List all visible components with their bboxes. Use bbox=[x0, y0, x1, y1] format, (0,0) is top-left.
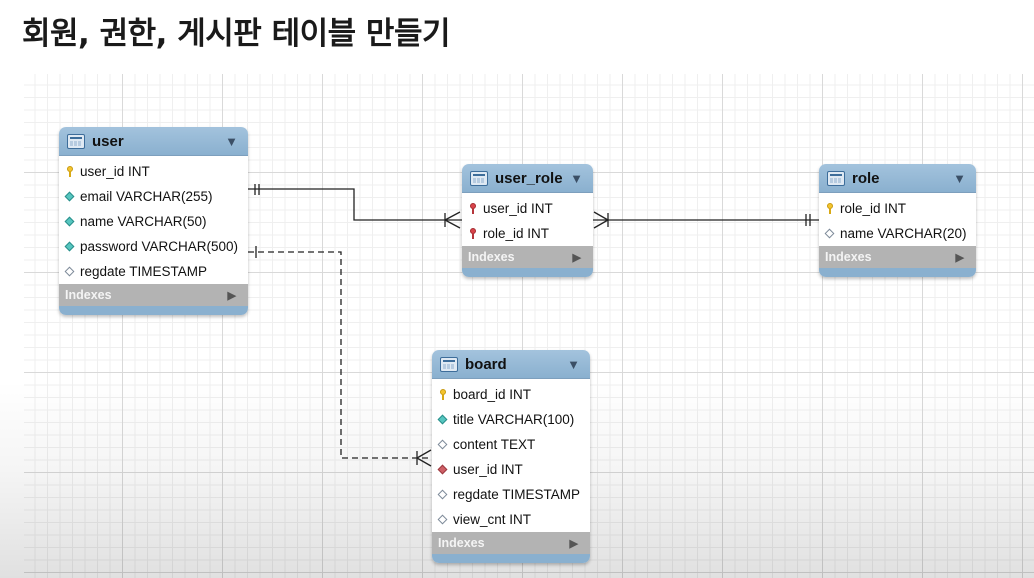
entity-user-role[interactable]: user_role ▼ user_id INT role_id INT Inde… bbox=[462, 164, 593, 277]
expand-arrow-icon[interactable]: ▶ bbox=[572, 251, 581, 264]
column-row[interactable]: regdate TIMESTAMP bbox=[432, 482, 590, 507]
nullable-column-icon bbox=[825, 228, 835, 240]
expand-arrow-icon[interactable]: ▶ bbox=[227, 289, 236, 302]
column-row[interactable]: role_id INT bbox=[462, 221, 593, 246]
not-null-column-icon bbox=[65, 216, 75, 228]
indexes-label: Indexes bbox=[825, 250, 872, 264]
not-null-column-icon bbox=[65, 191, 75, 203]
column-label: content TEXT bbox=[453, 437, 536, 452]
column-row[interactable]: name VARCHAR(50) bbox=[59, 209, 248, 234]
column-row[interactable]: user_id INT bbox=[462, 196, 593, 221]
entity-user[interactable]: user ▼ user_id INT email VARCHAR(255) na… bbox=[59, 127, 248, 315]
table-icon bbox=[470, 170, 488, 186]
column-row[interactable]: regdate TIMESTAMP bbox=[59, 259, 248, 284]
foreign-primary-key-icon bbox=[468, 202, 478, 215]
column-row[interactable]: user_id INT bbox=[432, 457, 590, 482]
foreign-key-icon bbox=[438, 464, 448, 476]
primary-key-icon bbox=[65, 165, 75, 178]
column-label: user_id INT bbox=[453, 462, 523, 477]
entity-footer bbox=[462, 268, 593, 277]
nullable-column-icon bbox=[438, 514, 448, 526]
expand-arrow-icon[interactable]: ▶ bbox=[955, 251, 964, 264]
indexes-label: Indexes bbox=[438, 536, 485, 550]
relationship-role-user-role[interactable] bbox=[593, 211, 819, 229]
indexes-section[interactable]: Indexes ▶ bbox=[819, 246, 976, 268]
expand-arrow-icon[interactable]: ▶ bbox=[569, 537, 578, 550]
nullable-column-icon bbox=[438, 489, 448, 501]
nullable-column-icon bbox=[65, 266, 75, 278]
column-label: regdate TIMESTAMP bbox=[80, 264, 208, 279]
column-label: board_id INT bbox=[453, 387, 532, 402]
entity-header[interactable]: role ▼ bbox=[819, 164, 976, 193]
indexes-section[interactable]: Indexes ▶ bbox=[432, 532, 590, 554]
entity-footer bbox=[432, 554, 590, 563]
column-label: role_id INT bbox=[840, 201, 907, 216]
not-null-column-icon bbox=[65, 241, 75, 253]
column-row[interactable]: password VARCHAR(500) bbox=[59, 234, 248, 259]
collapse-icon[interactable]: ▼ bbox=[225, 133, 238, 149]
column-row[interactable]: email VARCHAR(255) bbox=[59, 184, 248, 209]
column-label: email VARCHAR(255) bbox=[80, 189, 213, 204]
entity-header[interactable]: user_role ▼ bbox=[462, 164, 593, 193]
page-title: 회원, 권한, 게시판 테이블 만들기 bbox=[22, 16, 450, 52]
foreign-primary-key-icon bbox=[468, 227, 478, 240]
column-label: name VARCHAR(20) bbox=[840, 226, 967, 241]
primary-key-icon bbox=[825, 202, 835, 215]
column-row[interactable]: view_cnt INT bbox=[432, 507, 590, 532]
entity-name: user bbox=[92, 132, 124, 150]
relationship-user-user-role[interactable] bbox=[248, 184, 462, 229]
column-label: user_id INT bbox=[80, 164, 150, 179]
column-row[interactable]: name VARCHAR(20) bbox=[819, 221, 976, 246]
entity-role[interactable]: role ▼ role_id INT name VARCHAR(20) Inde… bbox=[819, 164, 976, 277]
entity-header[interactable]: user ▼ bbox=[59, 127, 248, 156]
column-row[interactable]: content TEXT bbox=[432, 432, 590, 457]
indexes-section[interactable]: Indexes ▶ bbox=[462, 246, 593, 268]
entity-footer bbox=[59, 306, 248, 315]
column-row[interactable]: user_id INT bbox=[59, 159, 248, 184]
collapse-icon[interactable]: ▼ bbox=[567, 356, 580, 372]
not-null-column-icon bbox=[438, 414, 448, 426]
column-label: name VARCHAR(50) bbox=[80, 214, 207, 229]
column-label: regdate TIMESTAMP bbox=[453, 487, 581, 502]
entity-footer bbox=[819, 268, 976, 277]
table-icon bbox=[827, 170, 845, 186]
column-label: user_id INT bbox=[483, 201, 553, 216]
collapse-icon[interactable]: ▼ bbox=[570, 170, 583, 186]
indexes-label: Indexes bbox=[468, 250, 515, 264]
column-label: view_cnt INT bbox=[453, 512, 532, 527]
column-row[interactable]: role_id INT bbox=[819, 196, 976, 221]
entity-name: board bbox=[465, 355, 507, 373]
nullable-column-icon bbox=[438, 439, 448, 451]
table-icon bbox=[440, 356, 458, 372]
indexes-section[interactable]: Indexes ▶ bbox=[59, 284, 248, 306]
column-row[interactable]: title VARCHAR(100) bbox=[432, 407, 590, 432]
collapse-icon[interactable]: ▼ bbox=[953, 170, 966, 186]
entity-header[interactable]: board ▼ bbox=[432, 350, 590, 379]
column-label: password VARCHAR(500) bbox=[80, 239, 239, 254]
relationship-user-board[interactable] bbox=[248, 246, 432, 467]
column-row[interactable]: board_id INT bbox=[432, 382, 590, 407]
table-icon bbox=[67, 133, 85, 149]
entity-name: role bbox=[852, 169, 880, 187]
primary-key-icon bbox=[438, 388, 448, 401]
entity-name: user_role bbox=[495, 169, 563, 187]
entity-board[interactable]: board ▼ board_id INT title VARCHAR(100) … bbox=[432, 350, 590, 563]
column-label: title VARCHAR(100) bbox=[453, 412, 575, 427]
column-label: role_id INT bbox=[483, 226, 550, 241]
indexes-label: Indexes bbox=[65, 288, 112, 302]
